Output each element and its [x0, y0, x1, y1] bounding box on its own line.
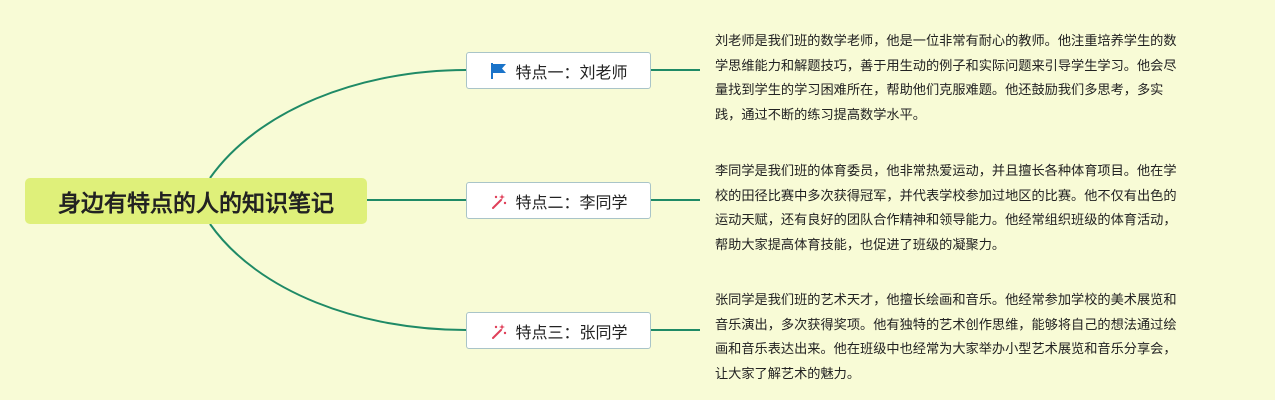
connector-root-topic-3: [209, 223, 467, 331]
flag-icon: [489, 61, 509, 81]
note-teacher-liu: 刘老师是我们班的数学老师，他是一位非常有耐心的教师。他注重培养学生的数 学思维能…: [715, 34, 1177, 123]
connector-root-topic-1: [209, 69, 467, 179]
topic-label: 特点一：刘老师: [515, 62, 628, 82]
topic-student-zhang[interactable]: 特点三：张同学: [466, 312, 651, 349]
topic-label: 特点三：张同学: [515, 322, 628, 342]
sparkle-icon: [489, 321, 509, 341]
note-student-li: 李同学是我们班的体育委员，他非常热爱运动，并且擅长各种体育项目。他在学 校的田径…: [715, 164, 1177, 253]
topic-teacher-liu[interactable]: 特点一：刘老师: [466, 52, 651, 89]
sparkle-icon: [489, 191, 509, 211]
note-student-zhang: 张同学是我们班的艺术天才，他擅长绘画和音乐。他经常参加学校的美术展览和 音乐演出…: [715, 293, 1177, 382]
topic-label: 特点二：李同学: [515, 192, 628, 212]
root-topic[interactable]: 身边有特点的人的知识笔记: [25, 178, 367, 224]
root-title: 身边有特点的人的知识笔记: [58, 191, 334, 217]
topic-student-li[interactable]: 特点二：李同学: [466, 182, 651, 219]
